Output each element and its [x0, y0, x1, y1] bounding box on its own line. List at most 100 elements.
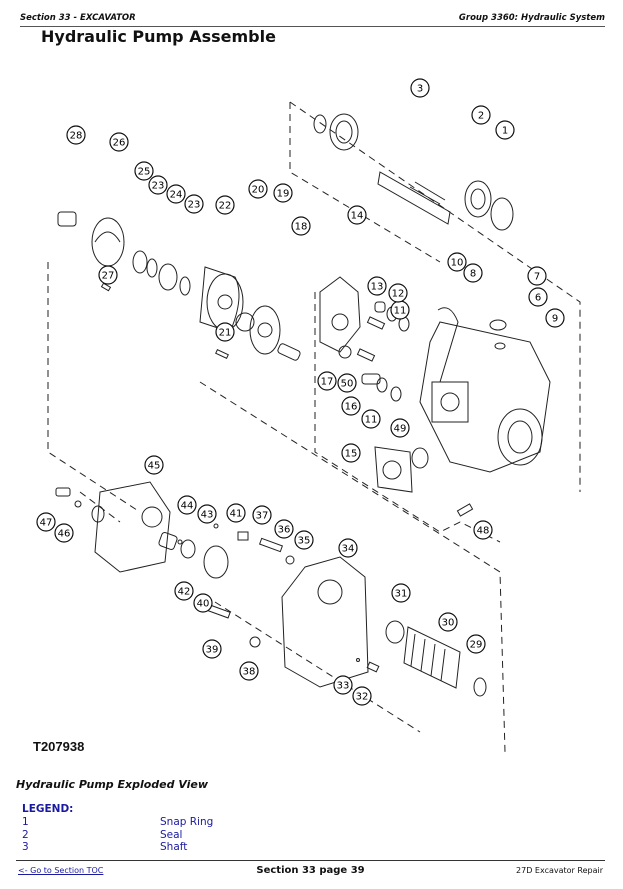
callout-number: 21: [219, 328, 232, 339]
callout-41: 41: [226, 503, 246, 523]
callout-circle: [148, 175, 168, 195]
callout-circle: [144, 455, 164, 475]
callout-circle: [36, 512, 56, 532]
callout-circle: [391, 583, 411, 603]
callout-49: 49: [390, 418, 410, 438]
callout-number: 47: [40, 518, 53, 529]
legend: LEGEND: 1 Snap Ring 2 Seal 3 Shaft: [22, 803, 422, 854]
callout-13: 13: [367, 276, 387, 296]
callout-number: 14: [351, 211, 364, 222]
part-20-guide: [235, 312, 255, 332]
legend-part-name: Shaft: [160, 841, 188, 853]
callout-31: 31: [391, 583, 411, 603]
group-label: Group 3360: Hydraulic System: [458, 13, 605, 23]
callout-number: 17: [321, 377, 334, 388]
callout-33: 33: [333, 675, 353, 695]
callout-27: 27: [98, 265, 118, 285]
callout-circle: [252, 505, 272, 525]
legend-number: 2: [22, 828, 29, 841]
legend-part-name: Seal: [160, 828, 183, 841]
figure-id: T207938: [33, 739, 85, 754]
callout-35: 35: [294, 530, 314, 550]
callout-number: 34: [342, 544, 355, 555]
part-42-plug: [177, 539, 183, 545]
callout-number: 19: [277, 189, 290, 200]
callout-38: 38: [239, 661, 259, 681]
callout-circle: [109, 132, 129, 152]
callout-number: 35: [298, 536, 311, 547]
part-29-plug: [473, 677, 487, 697]
section-label: Section 33 - EXCAVATOR: [20, 13, 136, 23]
part-17-ball: [338, 345, 352, 359]
part-10-gasket: [437, 307, 459, 383]
callout-39: 39: [202, 639, 222, 659]
callout-46: 46: [54, 523, 74, 543]
page-footer: <- Go to Section TOC Section 33 page 39 …: [16, 860, 605, 881]
callout-number: 9: [552, 314, 558, 325]
callout-47: 47: [36, 512, 56, 532]
callout-48: 48: [473, 520, 493, 540]
callout-circle: [193, 593, 213, 613]
callout-number: 41: [230, 509, 243, 520]
callout-23: 23: [148, 175, 168, 195]
part-1-snap-ring: [490, 197, 514, 231]
callout-circle: [545, 308, 565, 328]
legend-heading: LEGEND:: [22, 803, 74, 815]
callout-19: 19: [273, 183, 293, 203]
callout-26: 26: [109, 132, 129, 152]
callout-24: 24: [166, 184, 186, 204]
part-44-coupling: [158, 532, 178, 550]
part-7-plug: [489, 319, 507, 331]
callout-number: 37: [256, 511, 269, 522]
page-header: Section 33 - EXCAVATOR Group 3360: Hydra…: [20, 10, 605, 27]
part-37-nut: [237, 531, 249, 541]
callout-circle: [495, 120, 515, 140]
callout-34: 34: [338, 538, 358, 558]
callout-9: 9: [545, 308, 565, 328]
callout-circle: [98, 265, 118, 285]
callout-18: 18: [291, 216, 311, 236]
callout-number: 42: [178, 587, 191, 598]
part-13-pin: [366, 316, 386, 330]
callout-circle: [166, 184, 186, 204]
callout-circle: [528, 287, 548, 307]
callout-circle: [527, 266, 547, 286]
callout-number: 50: [341, 379, 354, 390]
callout-1: 1: [495, 120, 515, 140]
callout-circle: [239, 661, 259, 681]
callout-17: 17: [317, 371, 337, 391]
callout-circle: [66, 125, 86, 145]
callout-circle: [215, 195, 235, 215]
callout-12: 12: [388, 283, 408, 303]
callout-number: 20: [252, 185, 265, 196]
page-title: Hydraulic Pump Assemble: [41, 27, 276, 46]
part-6-o-ring: [494, 342, 506, 350]
callout-number: 43: [201, 510, 214, 521]
callout-21: 21: [215, 322, 235, 342]
callout-number: 36: [278, 525, 291, 536]
callout-number: 33: [337, 681, 350, 692]
callout-number: 22: [219, 201, 232, 212]
callout-circle: [174, 581, 194, 601]
callout-number: 49: [394, 424, 407, 435]
callout-circle: [367, 276, 387, 296]
callout-number: 11: [365, 415, 378, 426]
part-45-gear-pump: [94, 481, 171, 573]
callout-circle: [197, 504, 217, 524]
callout-number: 40: [197, 599, 210, 610]
callout-50: 50: [337, 373, 357, 393]
callout-circle: [273, 183, 293, 203]
callout-circle: [54, 523, 74, 543]
part-28-bushing: [57, 211, 77, 227]
callout-number: 13: [371, 282, 384, 293]
callout-number: 2: [478, 111, 484, 122]
callout-28: 28: [66, 125, 86, 145]
part-2-seal: [464, 180, 492, 218]
part-50-pin: [356, 348, 376, 362]
callout-20: 20: [248, 179, 268, 199]
callout-circle: [388, 283, 408, 303]
section-toc-link[interactable]: <- Go to Section TOC: [18, 866, 104, 875]
manual-title: 27D Excavator Repair: [516, 866, 603, 875]
part-30-spring: [403, 626, 461, 689]
part-40-o-ring: [203, 545, 229, 579]
